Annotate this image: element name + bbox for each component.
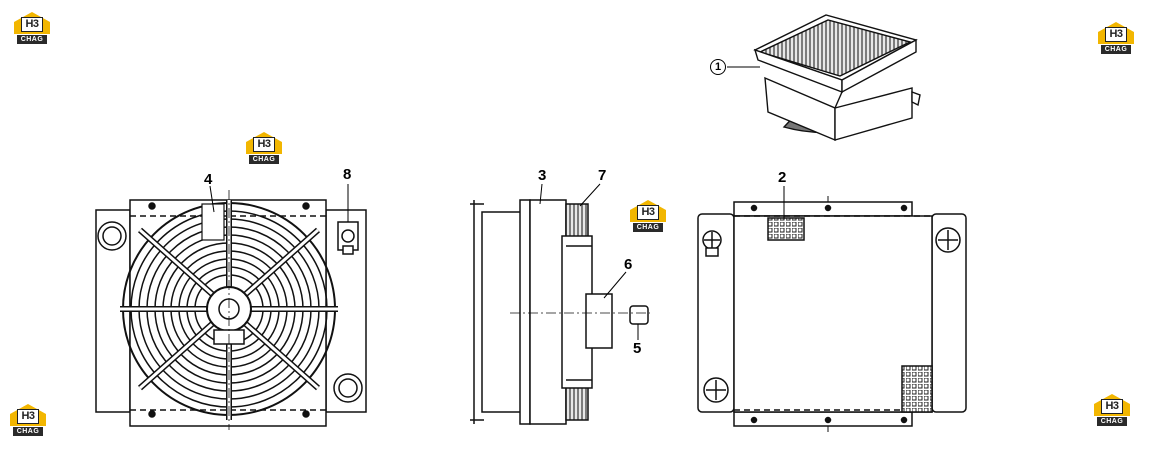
callout-6: 6	[624, 256, 633, 273]
callout-2: 2	[778, 169, 787, 186]
watermark-logo: H3 CHAG	[1098, 22, 1134, 56]
callout-4: 4	[204, 171, 213, 188]
watermark-mark: H3	[21, 17, 43, 32]
watermark-word: CHAG	[633, 223, 663, 232]
watermark-word: CHAG	[1097, 417, 1127, 426]
leader-4	[209, 185, 215, 213]
watermark-word: CHAG	[17, 35, 47, 44]
callout-5: 5	[633, 340, 642, 357]
callout-7: 7	[598, 167, 607, 184]
rear-view	[697, 196, 967, 432]
callout-3: 3	[538, 167, 547, 184]
leader-3	[539, 183, 543, 205]
side-view	[470, 199, 650, 425]
leader-7	[579, 183, 601, 207]
watermark-logo: H3 CHAG	[246, 132, 282, 166]
watermark-word: CHAG	[249, 155, 279, 164]
watermark-mark: H3	[17, 409, 39, 424]
callout-1: 1	[710, 59, 726, 75]
watermark-logo: H3 CHAG	[630, 200, 666, 234]
watermark-logo: H3 CHAG	[1094, 394, 1130, 428]
isometric-view	[753, 14, 921, 142]
callout-8: 8	[343, 166, 352, 183]
front-view	[95, 190, 367, 430]
watermark-mark: H3	[253, 137, 275, 152]
watermark-mark: H3	[1101, 399, 1123, 414]
watermark-mark: H3	[1105, 27, 1127, 42]
watermark-logo: H3 CHAG	[10, 404, 46, 438]
leader-6	[603, 271, 627, 299]
watermark-word: CHAG	[1101, 45, 1131, 54]
watermark-mark: H3	[637, 205, 659, 220]
watermark-logo: H3 CHAG	[14, 12, 50, 46]
watermark-word: CHAG	[13, 427, 43, 436]
